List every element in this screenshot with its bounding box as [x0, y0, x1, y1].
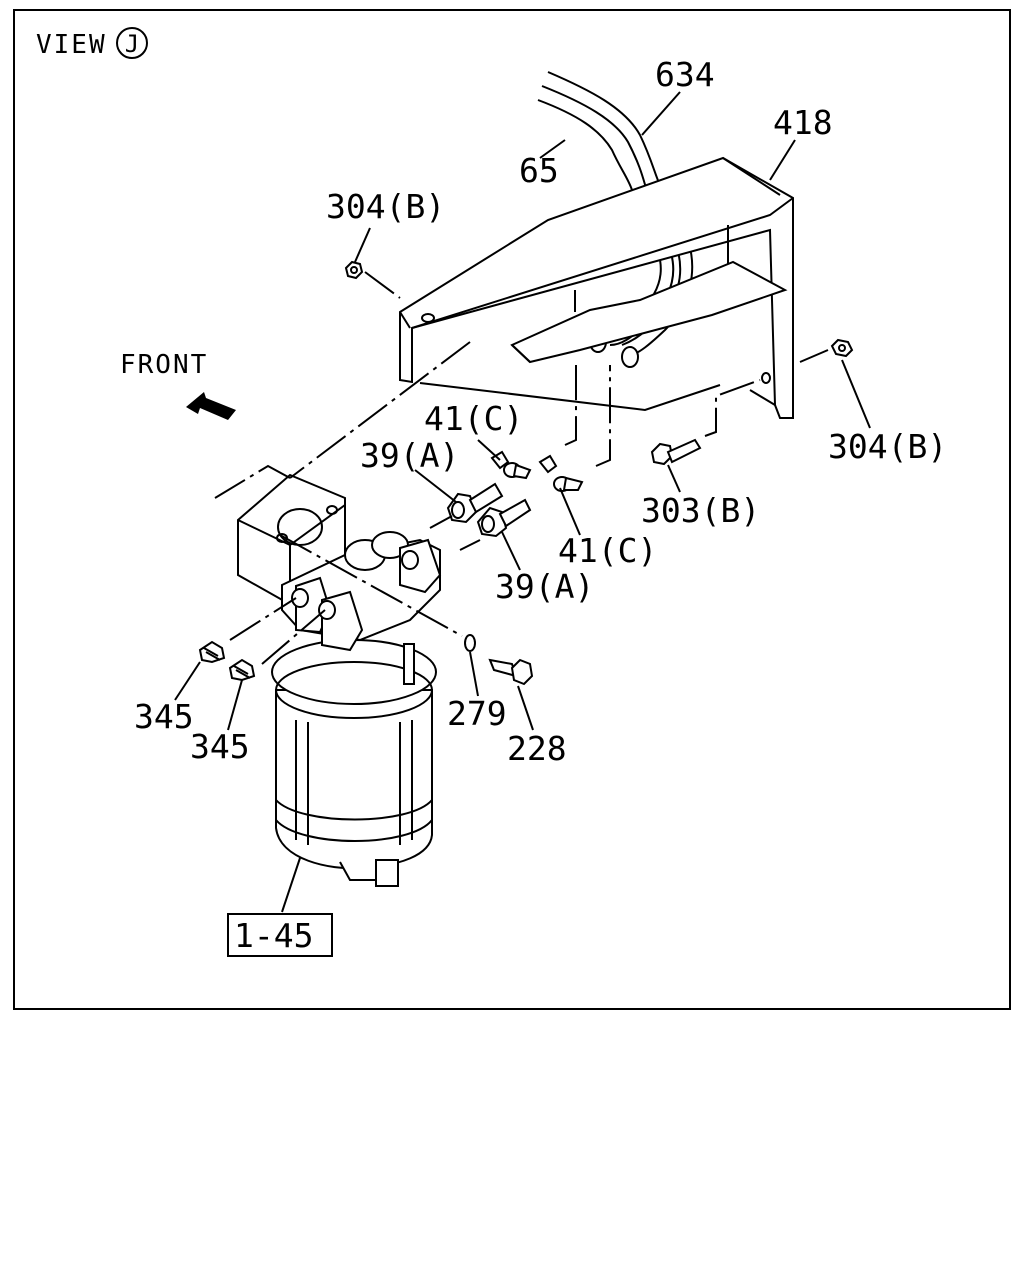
fuel-filter [237, 473, 442, 887]
fasteners [198, 260, 854, 686]
callout-418: 418 [773, 103, 833, 142]
callout-1-45-box [227, 913, 333, 957]
callout-345-b: 345 [190, 727, 250, 766]
diagram-frame [13, 9, 1011, 1010]
view-label: VIEW [36, 30, 107, 60]
front-arrow-icon [186, 392, 236, 420]
front-label: FRONT [120, 350, 208, 380]
leader-lines [174, 91, 871, 913]
view-letter: J [125, 30, 139, 58]
center-lines [214, 271, 829, 665]
view-letter-circle [116, 27, 148, 59]
bracket [399, 156, 794, 419]
callout-303b: 303(B) [641, 491, 760, 530]
callout-39a-bottom: 39(A) [495, 567, 594, 606]
callout-279: 279 [447, 694, 507, 733]
callout-65: 65 [519, 151, 559, 190]
callout-634: 634 [655, 55, 715, 94]
callout-304b-top: 304(B) [326, 187, 445, 226]
callout-41c-top: 41(C) [424, 399, 523, 438]
callout-39a-top: 39(A) [360, 436, 459, 475]
callout-304b-right: 304(B) [828, 427, 947, 466]
callout-41c-bottom: 41(C) [558, 531, 657, 570]
callout-228: 228 [507, 729, 567, 768]
callout-345-a: 345 [134, 697, 194, 736]
callout-1-45: 1-45 [234, 916, 313, 955]
